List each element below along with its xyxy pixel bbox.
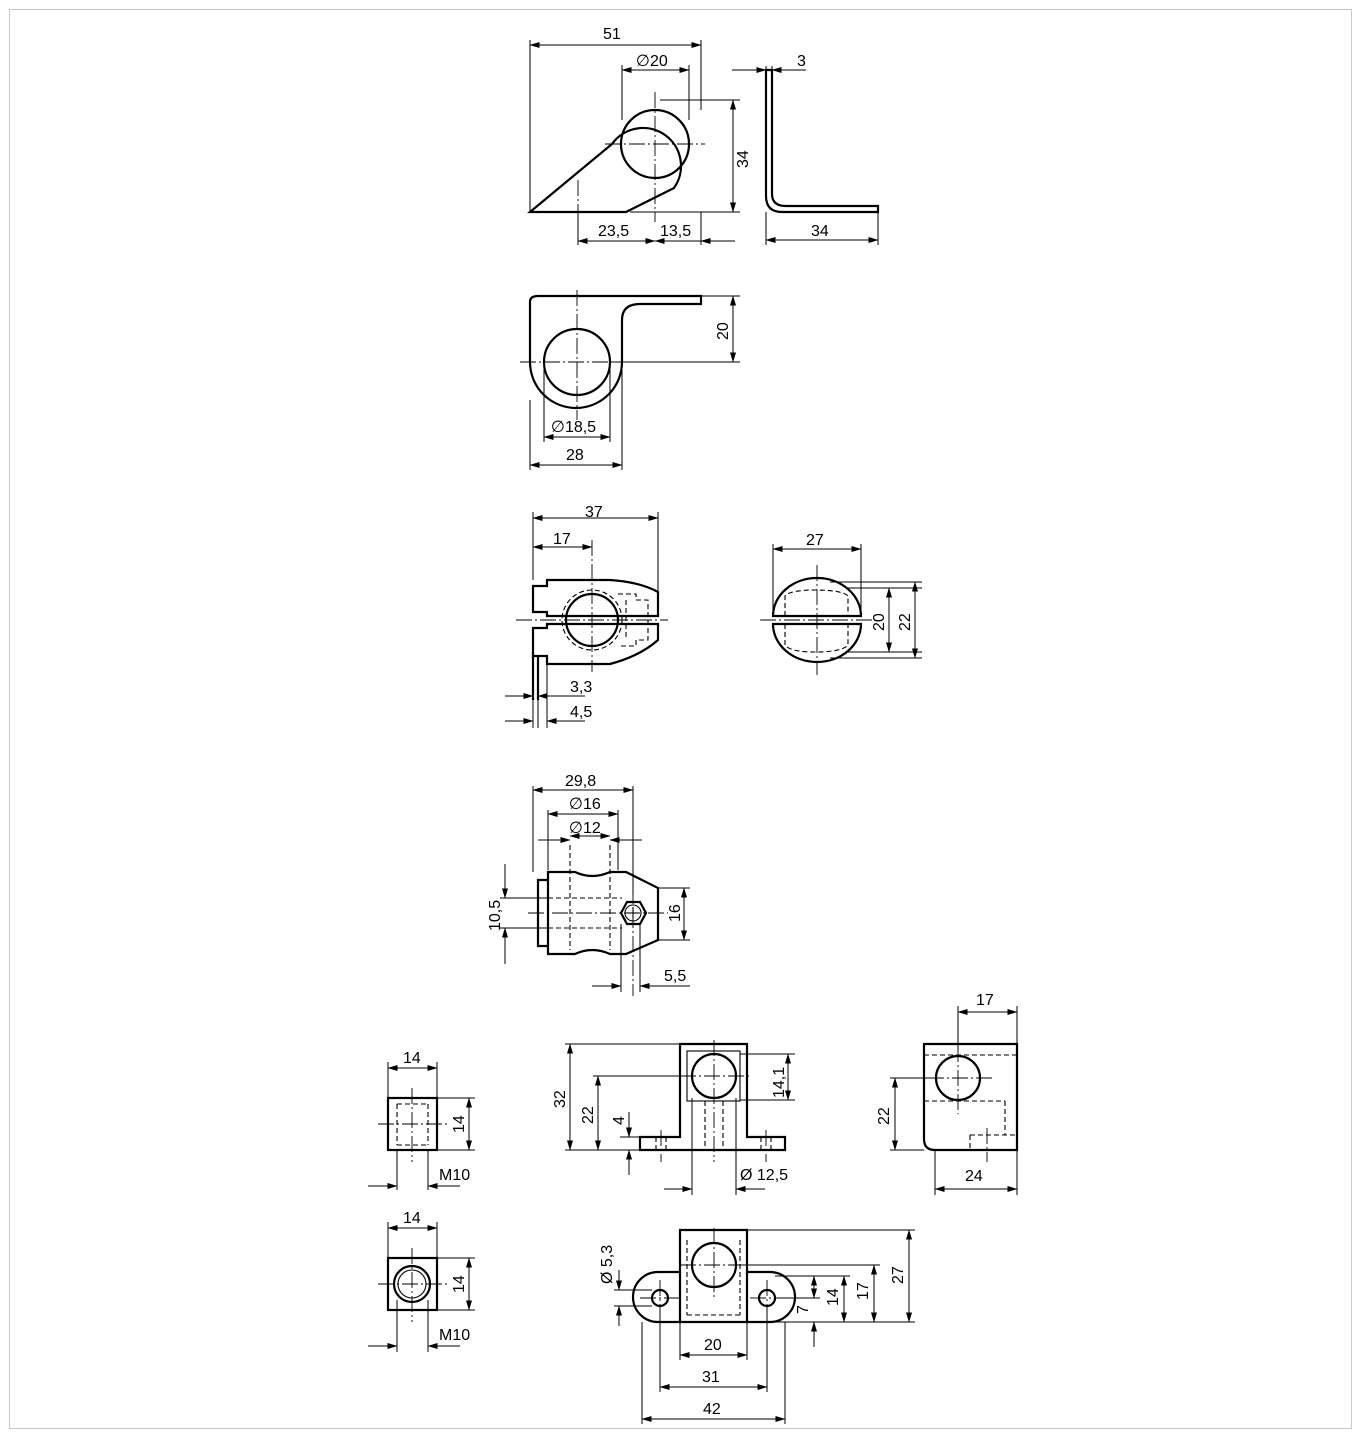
stand-mount-front-view: 32 22 4 14,1 Ø 12,5: [552, 1040, 795, 1195]
dim-34-side: 34: [811, 223, 829, 240]
dim-5-5: 5,5: [664, 968, 686, 985]
dim-3-3: 3,3: [570, 679, 592, 696]
dim-14-w2: 14: [403, 1210, 421, 1227]
dim-14-h2: 14: [451, 1275, 468, 1293]
dim-dia20: ∅20: [636, 53, 668, 70]
dim-dia16: ∅16: [569, 796, 601, 813]
dim-27-top: 27: [890, 1266, 907, 1284]
dim-dia5-3: Ø 5,3: [599, 1245, 616, 1284]
dim-4: 4: [611, 1116, 628, 1125]
dim-4-5: 4,5: [570, 704, 592, 721]
dim-17-side: 17: [976, 992, 994, 1009]
drawing-frame: [9, 9, 1352, 1429]
dim-dia12-5: Ø 12,5: [740, 1167, 788, 1184]
stand-mount-top-view: Ø 5,3 7 14 17 27 20 31 42: [599, 1228, 915, 1424]
dim-42: 42: [703, 1401, 721, 1418]
dim-16: 16: [667, 904, 684, 922]
label-m10-2: M10: [439, 1327, 470, 1344]
dim-22-side: 22: [876, 1107, 893, 1125]
nut-block-front-view: 14 14 M10: [368, 1210, 475, 1352]
dim-51: 51: [603, 26, 621, 43]
dim-24: 24: [965, 1168, 983, 1185]
stand-mount-side-view: 17 22 24: [876, 992, 1019, 1195]
label-m10: M10: [439, 1167, 470, 1184]
bracket-angled-side-view: 3 34: [732, 53, 880, 245]
dim-32: 32: [552, 1090, 569, 1108]
dim-14-h: 14: [451, 1115, 468, 1133]
dim-28: 28: [566, 447, 584, 464]
nut-block-side-view: 14 14 M10: [368, 1050, 475, 1190]
dim-23-5: 23,5: [598, 223, 629, 240]
dim-22-stand: 22: [580, 1106, 597, 1124]
bracket-round-view: 20 ∅18,5 28: [520, 290, 740, 470]
dim-10-5: 10,5: [487, 900, 504, 931]
dim-20: 20: [715, 322, 732, 340]
dim-17-top: 17: [855, 1282, 872, 1300]
dim-dia18-5: ∅18,5: [551, 419, 596, 436]
dim-29-8: 29,8: [565, 773, 596, 790]
dim-dia12: ∅12: [569, 820, 601, 837]
dim-17: 17: [553, 531, 571, 548]
dim-37: 37: [585, 504, 603, 521]
bracket-angled-front-view: 51 ∅20 34 23,5 13,5: [526, 26, 752, 245]
mount-screw-view: 29,8 ∅16 ∅12 10,5 16 5,5: [487, 773, 690, 996]
dim-20-top: 20: [704, 1337, 722, 1354]
dim-14-top: 14: [825, 1288, 842, 1306]
dim-14-1: 14,1: [771, 1067, 788, 1098]
dim-3: 3: [797, 53, 806, 70]
dim-20-clamp: 20: [871, 613, 888, 631]
dim-27: 27: [806, 532, 824, 549]
dim-31: 31: [702, 1369, 720, 1386]
dim-34: 34: [735, 150, 752, 168]
dim-13-5: 13,5: [660, 223, 691, 240]
clamp-side-view: 37 17 3,3 4,5: [505, 504, 668, 728]
dim-7: 7: [795, 1305, 812, 1314]
dim-14-w: 14: [403, 1050, 421, 1067]
clamp-front-view: 27 20 22: [760, 532, 922, 675]
dim-22-clamp: 22: [897, 613, 914, 631]
